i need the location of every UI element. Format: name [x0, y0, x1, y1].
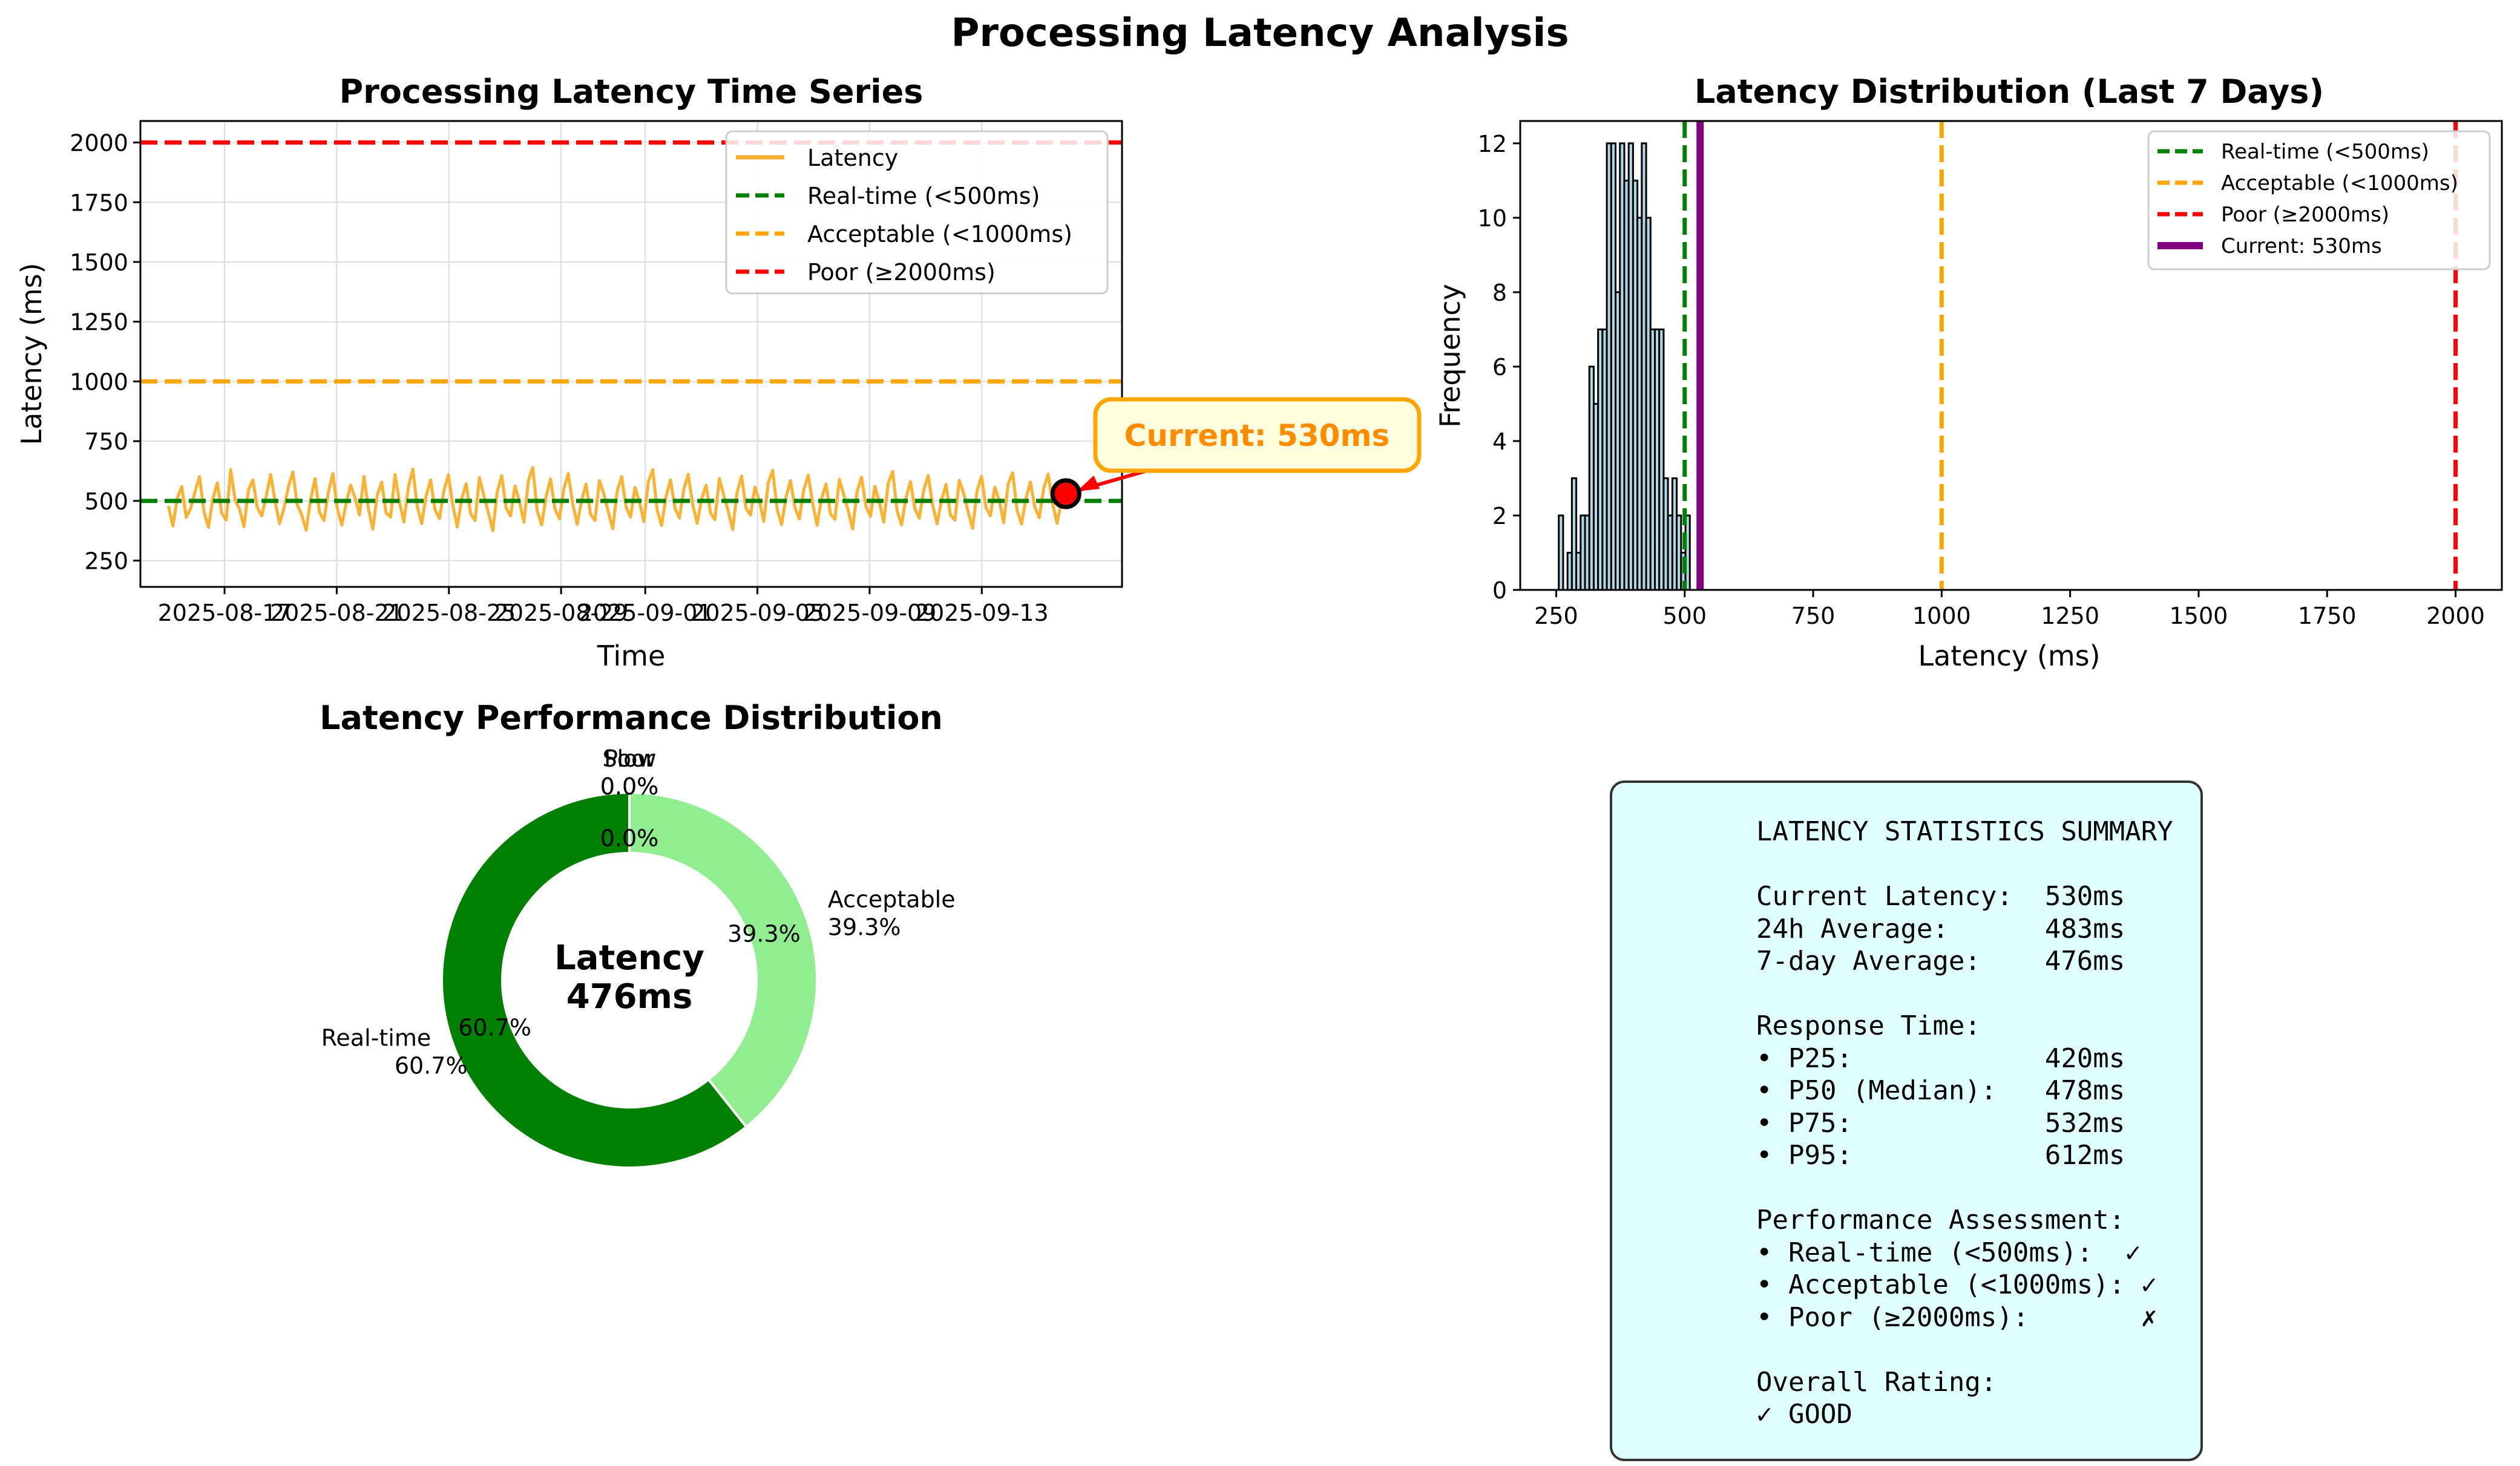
histogram-panel: Latency Distribution (Last 7 Days) 250 50… — [1434, 73, 2503, 672]
legend-label: Acceptable (<1000ms) — [807, 221, 1072, 247]
callout-text: Current: 530ms — [1124, 418, 1390, 453]
pie-slice-label-value: 39.3% — [828, 914, 901, 940]
y-tick-label: 1000 — [70, 368, 128, 395]
histogram-bars — [1558, 142, 1691, 591]
x-tick-label: 2025-08-17 — [158, 600, 292, 626]
legend-label: Current: 530ms — [2221, 234, 2382, 258]
legend-label: Poor (≥2000ms) — [807, 259, 996, 286]
pie-slice — [441, 791, 748, 1169]
legend-label: Latency — [807, 145, 898, 171]
time-series-panel: Processing Latency Time Series 250 500 750… — [15, 73, 1422, 672]
time-series-plot-area — [139, 120, 1123, 588]
x-tick-label: 2025-09-05 — [691, 600, 824, 626]
pie-slice-label: Real-time — [321, 1025, 431, 1052]
pie-title: Latency Performance Distribution — [320, 699, 943, 737]
x-tick-label: 2025-08-29 — [494, 600, 628, 626]
y-tick-label: 1500 — [70, 249, 128, 276]
y-tick-label: 500 — [84, 488, 128, 515]
pie-slice-label: Slow — [602, 745, 656, 772]
current-latency-callout: Current: 530ms — [1050, 397, 1422, 509]
time-series-ticks: 250500750100012501500175020002025-08-172… — [70, 130, 1048, 626]
pie-slice — [628, 791, 818, 1129]
pie-labels: Acceptable39.3%39.3%Real-time60.7%60.7%S… — [321, 745, 956, 1079]
y-tick-label: 2 — [1492, 503, 1507, 529]
current-latency-marker — [1050, 478, 1081, 509]
y-tick-label: 250 — [84, 548, 128, 575]
pie-slice-percent: 0.0% — [600, 825, 659, 851]
pie-slice-percent: 0.0% — [600, 825, 659, 851]
y-tick-label: 1250 — [70, 309, 128, 336]
x-tick-label: 1500 — [2170, 603, 2228, 629]
x-tick-label: 1000 — [1912, 603, 1971, 629]
x-tick-label: 500 — [1662, 603, 1707, 629]
y-tick-label: 4 — [1492, 428, 1507, 455]
histogram-plot-area — [1519, 120, 2503, 591]
x-tick-label: 2025-08-25 — [382, 600, 516, 626]
pie-slice-label-value: 60.7% — [395, 1053, 468, 1079]
pie-slices — [441, 791, 818, 1169]
histogram-threshold-lines — [1682, 121, 2458, 590]
y-tick-label: 6 — [1492, 354, 1507, 381]
legend-label: Real-time (<500ms) — [2221, 140, 2429, 164]
x-tick-label: 2025-09-01 — [579, 600, 712, 626]
histogram-legend: Real-time (<500ms) Acceptable (<1000ms) Po… — [2147, 130, 2491, 270]
pie-slice-label: Poor — [604, 745, 655, 772]
histogram-x-axis-label: Latency (ms) — [1918, 640, 2100, 672]
pie-panel: Latency Performance Distribution Accepta… — [320, 699, 956, 1169]
y-tick-label: 0 — [1492, 577, 1507, 604]
y-tick-label: 10 — [1478, 205, 1507, 232]
legend-frame — [2147, 130, 2491, 270]
y-tick-label: 8 — [1492, 280, 1507, 306]
x-tick-label: 750 — [1791, 603, 1836, 629]
statistics-summary-text: LATENCY STATISTICS SUMMARY Current Laten… — [1756, 816, 2173, 1430]
figure-title: Processing Latency Analysis — [951, 11, 1569, 56]
pie-slice-label: Acceptable — [828, 886, 956, 912]
histogram-bar — [1558, 514, 1564, 591]
y-tick-label: 2000 — [70, 130, 128, 157]
x-tick-label: 2025-09-09 — [802, 600, 936, 626]
y-tick-label: 750 — [84, 428, 128, 455]
legend-frame — [725, 130, 1109, 295]
pie-slice-percent: 60.7% — [458, 1015, 531, 1041]
histogram-bar — [1684, 514, 1691, 591]
time-series-title: Processing Latency Time Series — [340, 73, 924, 111]
pie-slice-percent: 39.3% — [727, 920, 801, 947]
time-series-y-axis-label: Latency (ms) — [15, 263, 48, 445]
x-tick-label: 2025-09-13 — [915, 600, 1049, 626]
legend-label: Acceptable (<1000ms) — [2221, 171, 2458, 195]
legend-label: Real-time (<500ms) — [807, 183, 1040, 209]
y-tick-label: 1750 — [70, 189, 128, 216]
histogram-ticks: 250 500 750 1000 1250 1500 1750 2000 0 2 4 6 8 10 12 — [1478, 131, 2485, 629]
histogram-y-axis-label: Frequency — [1434, 284, 1466, 428]
statistics-summary-box — [1610, 780, 2203, 1461]
x-tick-label: 2025-08-21 — [270, 600, 404, 626]
callout-box — [1093, 397, 1422, 473]
time-series-x-axis-label: Time — [597, 640, 666, 672]
pie-slice-label-value: 0.0% — [600, 773, 659, 800]
callout-arrow-head — [1077, 476, 1100, 491]
pie-center-label-line: 476ms — [566, 977, 693, 1016]
y-tick-label: 12 — [1478, 131, 1507, 157]
legend-label: Poor (≥2000ms) — [2221, 203, 2389, 227]
x-tick-label: 250 — [1534, 603, 1578, 629]
x-tick-label: 1750 — [2298, 603, 2357, 629]
histogram-title: Latency Distribution (Last 7 Days) — [1695, 73, 2324, 111]
pie-slice-label-value: 0.0% — [600, 773, 659, 800]
x-tick-label: 1250 — [2041, 603, 2099, 629]
pie-center-label-line: Latency — [554, 938, 704, 978]
time-series-lines — [140, 140, 1122, 532]
x-tick-label: 2000 — [2426, 603, 2485, 629]
